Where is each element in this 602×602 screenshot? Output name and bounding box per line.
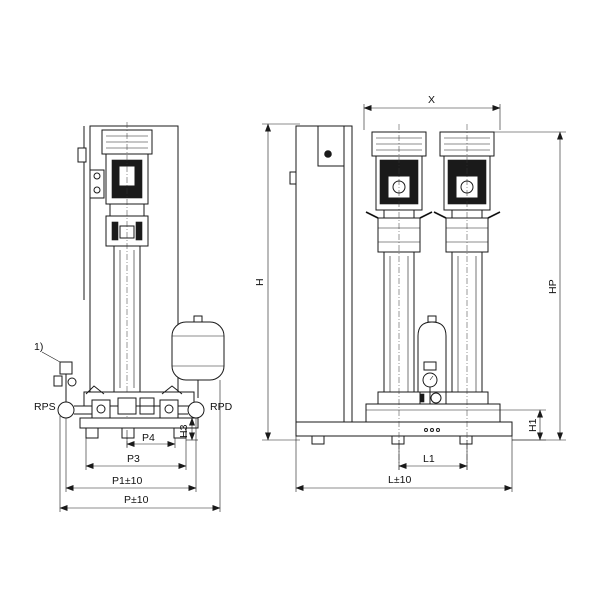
side-suction-flange [57, 401, 75, 419]
side-view [41, 122, 225, 448]
front-cabinet-switch [317, 125, 345, 167]
side-cabinet-latch [77, 147, 87, 163]
p3-label: P3 [127, 453, 140, 465]
front-view [289, 124, 513, 470]
p1-label: P1±10 [112, 475, 142, 487]
rpd-label: RPD [210, 401, 233, 413]
side-pressure-switch [59, 361, 73, 375]
side-terminal-box [89, 169, 105, 199]
front-foot-3 [459, 435, 473, 445]
front-foot-1 [311, 435, 325, 445]
note-1-label: 1) [34, 341, 43, 353]
front-pump-1 [365, 124, 433, 470]
front-dimensions [262, 104, 566, 492]
l1-label: L1 [423, 453, 435, 465]
note-1-leader [41, 351, 61, 363]
front-base-plate [295, 421, 513, 437]
hp-label: HP [547, 279, 559, 294]
side-foot-mid [121, 427, 135, 439]
h1-label: H1 [527, 418, 539, 432]
p4-label: P4 [142, 432, 155, 444]
front-control-cabinet [295, 125, 353, 423]
side-dimensions: H3 P4 P3 P1±10 P±10 [59, 380, 221, 512]
front-foot-2 [391, 435, 405, 445]
h-label: H [254, 278, 266, 286]
front-cabinet-latch [289, 171, 297, 185]
side-discharge-flange [187, 401, 205, 419]
x-label: X [428, 94, 435, 106]
h3-label: H3 [178, 424, 190, 438]
p-label: P±10 [124, 494, 149, 506]
side-foot-right [173, 427, 187, 439]
side-base-frame [79, 417, 199, 429]
rps-label: RPS [34, 401, 56, 413]
side-foot-left [85, 427, 99, 439]
l-label: L±10 [388, 474, 411, 486]
front-manifold [365, 403, 501, 423]
side-pressure-vessel [171, 321, 225, 381]
front-pump-2 [433, 124, 501, 470]
